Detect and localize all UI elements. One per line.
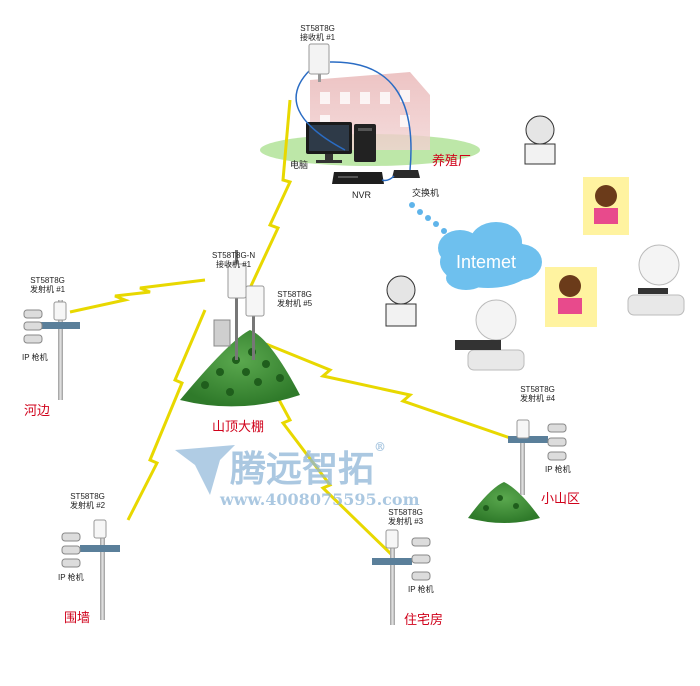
watermark-brand: 腾远智拓® <box>230 440 386 492</box>
hill-label: 小山区 <box>541 492 581 507</box>
switch-label: 交换机 <box>412 188 440 198</box>
ip-camera-label-hill: IP 枪机 <box>545 465 571 474</box>
wireless-links <box>69 99 517 557</box>
wall-label: 围墙 <box>64 611 91 626</box>
tx4-model: ST58T8G <box>520 385 555 394</box>
mountain-tower <box>213 250 265 360</box>
tx4-name: 发射机 #4 <box>520 394 556 403</box>
nvr-icon <box>332 172 384 184</box>
internet-link-dots <box>409 202 447 234</box>
tx-river-name: 发射机 #1 <box>30 285 66 294</box>
small-hill-with-trees <box>468 482 540 523</box>
mountain-with-trees <box>180 330 300 407</box>
ip-camera-label-residence: IP 枪机 <box>408 585 434 594</box>
tx3-label: ST58T8G 发射机 #3 <box>388 508 423 526</box>
tx2-label: ST58T8G 发射机 #2 <box>70 492 105 510</box>
receiver-1-label: ST58T8G 接收机 #1 <box>300 24 335 42</box>
watermark-registered: ® <box>374 440 387 454</box>
tx2-name: 发射机 #2 <box>70 501 106 510</box>
ip-camera-label-river: IP 枪机 <box>22 353 48 362</box>
watermark-logo-icon <box>175 445 235 495</box>
pole-wall <box>61 519 120 620</box>
receiver-1-name: 接收机 #1 <box>300 33 336 42</box>
receiver-antenna-farm <box>308 43 330 82</box>
tx5-label: ST58T8G 发射机 #5 <box>277 290 312 308</box>
tx2-model: ST58T8G <box>70 492 105 501</box>
nvr-label: NVR <box>352 190 372 200</box>
residence-label: 住宅房 <box>404 613 444 628</box>
watermark-name: 腾远智拓 <box>230 448 375 490</box>
tx4-label: ST58T8G 发射机 #4 <box>520 385 555 403</box>
farm-label: 养殖厂 <box>432 154 472 169</box>
tx5-name: 发射机 #5 <box>277 299 313 308</box>
tx-river-label: ST58T8G 发射机 #1 <box>30 276 65 294</box>
network-switch-icon <box>392 170 420 178</box>
internet-label: Intemet <box>456 252 517 272</box>
river-label: 河边 <box>24 404 51 419</box>
computer-label: 电脑 <box>290 160 309 170</box>
receiver-n-model: ST58T8G-N <box>212 251 256 260</box>
computer-icon <box>306 122 376 163</box>
tx-river-model: ST58T8G <box>30 276 65 285</box>
internet-cloud <box>438 222 542 290</box>
watermark-url: www.4008075595.com <box>220 490 420 509</box>
mountain-label: 山顶大棚 <box>212 420 265 435</box>
tx3-model: ST58T8G <box>388 508 423 517</box>
tx3-name: 发射机 #3 <box>388 517 424 526</box>
pole-residence <box>372 529 431 625</box>
receiver-n-label: ST58T8G-N 接收机 #1 <box>212 251 255 269</box>
ip-camera-label-wall: IP 枪机 <box>58 573 84 582</box>
receiver-n-name: 接收机 #1 <box>216 260 252 269</box>
pole-river <box>23 300 80 400</box>
tx5-model: ST58T8G <box>277 290 312 299</box>
remote-users <box>385 115 685 371</box>
pole-hill <box>508 419 567 495</box>
receiver-1-model: ST58T8G <box>300 24 335 33</box>
